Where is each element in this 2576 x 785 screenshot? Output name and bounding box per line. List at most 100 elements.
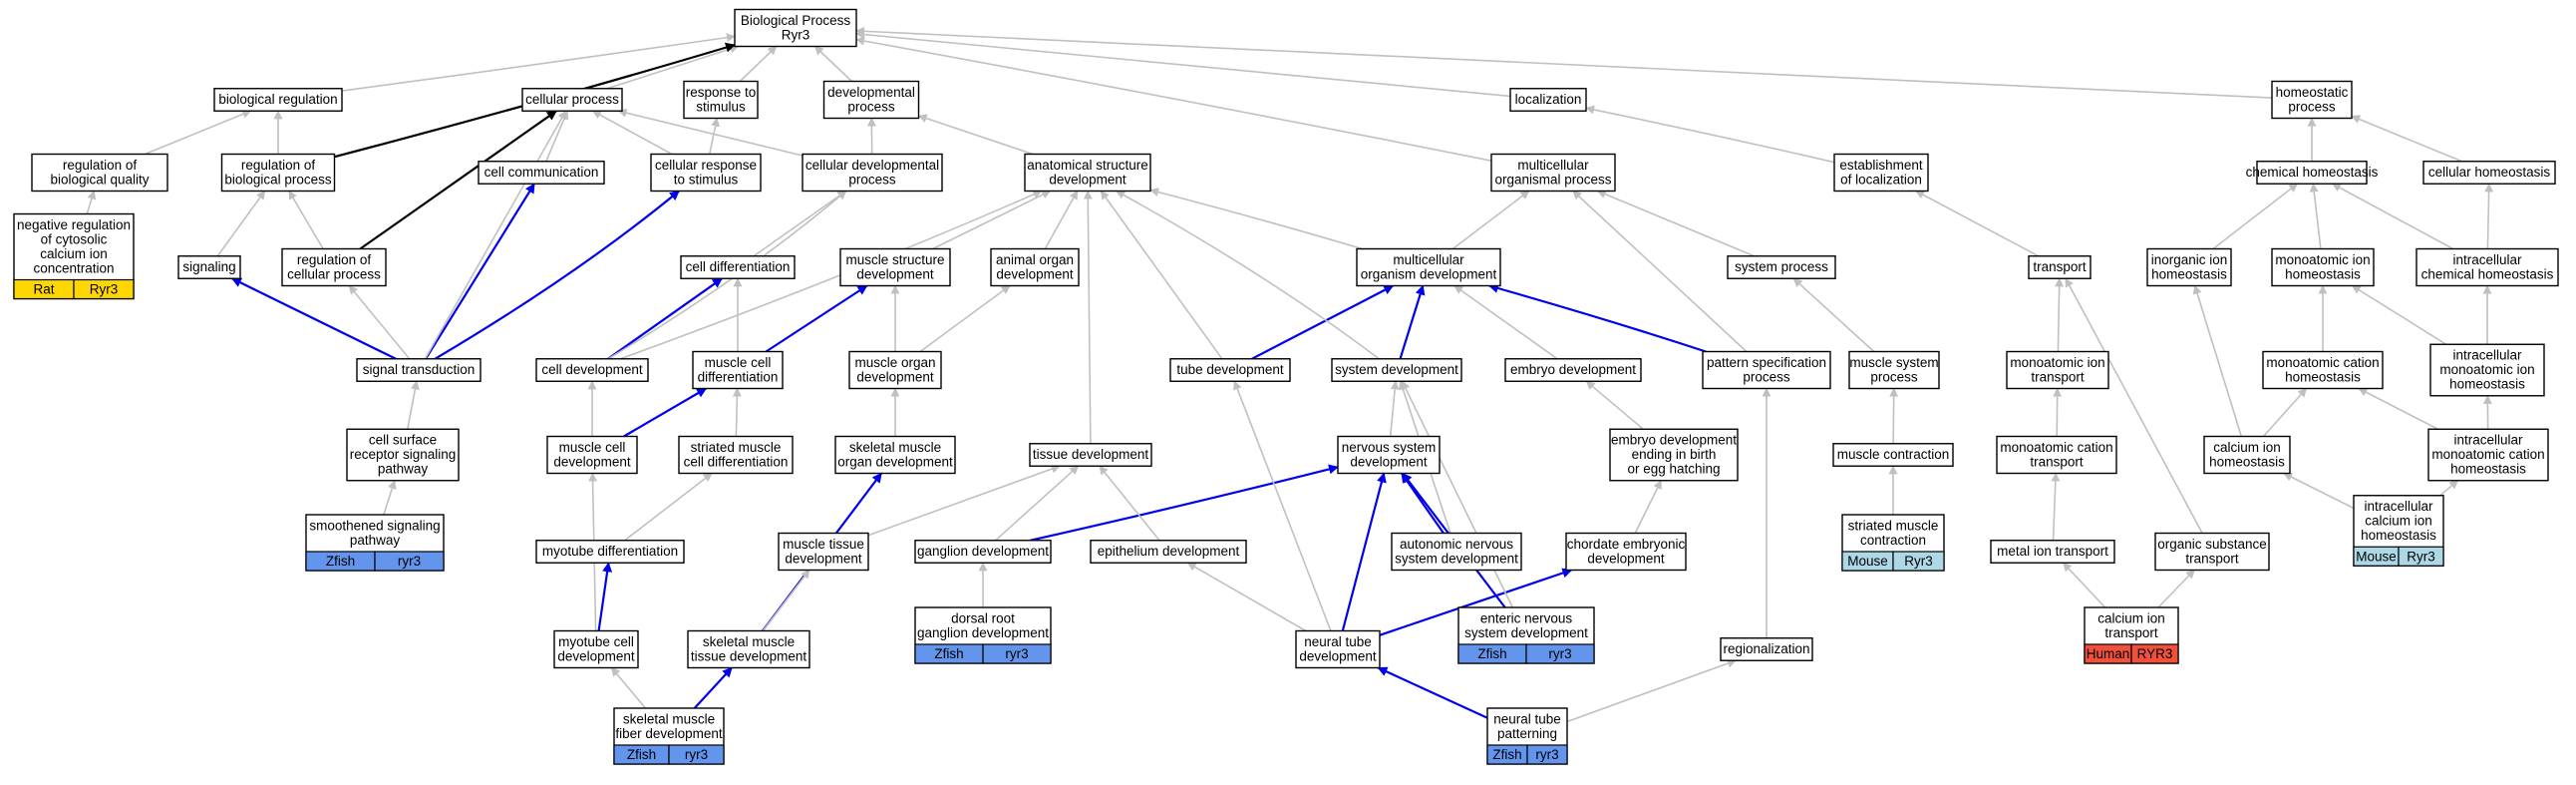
- node-sysdev[interactable]: system development: [1331, 358, 1462, 382]
- edge-regcp-to-cellproc: [359, 110, 557, 250]
- node-ntpat-badge-gene: ryr3: [1535, 747, 1558, 762]
- node-patspec-label-line: pattern specification: [1707, 355, 1826, 370]
- edge-transport-to-estloc: [1915, 190, 2040, 257]
- node-regcp-label-line: cellular process: [287, 266, 381, 281]
- node-drg-label-line: ganglion development: [917, 625, 1049, 640]
- node-local[interactable]: localization: [1509, 88, 1587, 112]
- edge-patspec-to-multdev: [1487, 283, 1707, 353]
- edge-sigtrans-to-signaling: [231, 277, 397, 360]
- node-cellsurf-label-line: receptor signaling: [350, 447, 457, 462]
- node-estloc-label-line: establishment: [1839, 158, 1923, 173]
- node-myodiff[interactable]: myotube differentiation: [535, 540, 685, 564]
- node-celldiff[interactable]: cell differentiation: [680, 255, 796, 279]
- node-sigtrans[interactable]: signal transduction: [356, 358, 482, 382]
- node-smooth-badge-species: Zfish: [326, 554, 355, 569]
- node-cellcomm[interactable]: cell communication: [478, 161, 605, 185]
- edge-skelfib-to-myocell: [610, 666, 647, 709]
- node-regional-label-line: regionalization: [1723, 641, 1809, 656]
- edge-multorg-to-root: [855, 36, 1492, 162]
- node-celldev[interactable]: cell development: [535, 358, 649, 382]
- node-sysproc[interactable]: system process: [1727, 255, 1836, 279]
- edge-orgsub-to-transport: [2065, 277, 2203, 534]
- node-nervsys-label-line: nervous system: [1342, 440, 1437, 455]
- edge-ntpat-to-regional: [1566, 658, 1737, 723]
- node-ganglion[interactable]: ganglion development: [914, 540, 1052, 564]
- node-calh-box: [2203, 435, 2291, 475]
- node-cellresp-box: [650, 153, 762, 193]
- node-tissue[interactable]: tissue development: [1029, 443, 1152, 467]
- node-celldevp-box: [802, 153, 943, 193]
- node-transport[interactable]: transport: [2028, 255, 2092, 279]
- node-muscontr-box: [1832, 443, 1954, 467]
- node-metaltr[interactable]: metal ion transport: [1990, 540, 2115, 564]
- node-bioreg[interactable]: biological regulation: [213, 88, 343, 112]
- node-tubedev[interactable]: tube development: [1169, 358, 1291, 382]
- edge-estloc-to-local: [1585, 105, 1835, 164]
- node-neuraltube-label-line: development: [1299, 648, 1377, 663]
- node-muscontr[interactable]: muscle contraction: [1832, 443, 1954, 467]
- node-embdev[interactable]: embryo development: [1504, 358, 1642, 382]
- edge-cellsurf-to-sigtrans: [407, 380, 420, 430]
- node-signaling[interactable]: signaling: [177, 255, 241, 279]
- node-myocell-box: [553, 629, 639, 669]
- node-regional[interactable]: regionalization: [1720, 637, 1813, 661]
- node-chordate-label-line: chordate embryonic: [1567, 537, 1686, 552]
- node-cellh[interactable]: cellular homeostasis: [2422, 161, 2556, 185]
- node-regbq-label-line: biological quality: [50, 172, 149, 187]
- node-epith[interactable]: epithelium development: [1090, 540, 1247, 564]
- node-chemh[interactable]: chemical homeostasis: [2246, 161, 2379, 185]
- node-smooth-label-line: pathway: [350, 533, 401, 548]
- node-cellproc[interactable]: cellular process: [521, 88, 623, 112]
